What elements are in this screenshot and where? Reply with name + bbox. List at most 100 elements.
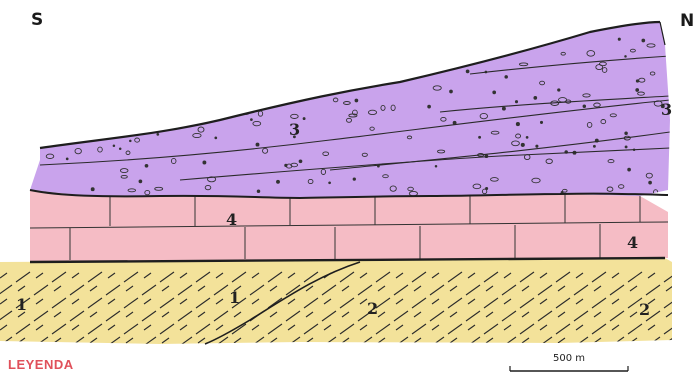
hatch-stroke: [682, 285, 696, 295]
pebble: [313, 87, 321, 91]
grain: [350, 29, 353, 32]
pebble: [481, 25, 486, 29]
grain: [304, 44, 307, 47]
grain: [466, 70, 469, 73]
grain: [628, 168, 631, 171]
grain: [260, 38, 262, 40]
grain: [355, 99, 358, 102]
grain: [143, 24, 145, 26]
pebble: [513, 40, 518, 45]
unit-3-label: 3: [289, 120, 300, 139]
grain: [174, 91, 177, 94]
grain: [42, 122, 45, 125]
unit-4-label: 4: [226, 210, 237, 229]
pebble: [667, 25, 672, 29]
pebble: [92, 74, 99, 79]
grain: [460, 59, 462, 61]
pebble: [68, 85, 76, 90]
pebble: [297, 37, 302, 42]
grain: [636, 89, 639, 92]
grain: [277, 180, 280, 183]
unit-4-fill: [30, 190, 668, 262]
pebble: [347, 64, 354, 68]
pebble: [178, 49, 182, 53]
pebble: [193, 44, 197, 48]
grain: [593, 145, 595, 147]
grain: [237, 28, 239, 30]
pebble: [196, 65, 201, 68]
grain: [435, 165, 437, 167]
pebble: [315, 53, 322, 57]
grain: [195, 65, 197, 67]
pebble: [434, 39, 440, 42]
grain: [558, 89, 560, 91]
pebble: [157, 76, 162, 81]
grain: [402, 56, 405, 59]
grain: [130, 140, 132, 142]
grain: [358, 37, 361, 40]
pebble: [112, 53, 117, 57]
grain: [625, 146, 627, 148]
unit-3-label: 3: [661, 100, 672, 119]
pebble: [178, 82, 183, 86]
pebble: [341, 40, 348, 46]
grain: [476, 58, 478, 60]
grain: [515, 101, 517, 103]
pebble: [211, 106, 215, 111]
grain: [66, 158, 68, 160]
pebble: [81, 55, 85, 59]
grain: [349, 63, 352, 66]
grain: [625, 132, 628, 135]
grain: [396, 55, 398, 57]
pebble: [127, 27, 132, 32]
scale-bar: [510, 366, 628, 371]
grain: [625, 56, 627, 58]
pebble: [318, 52, 324, 56]
grain: [203, 161, 206, 164]
grain: [526, 137, 528, 139]
grain: [51, 77, 53, 79]
pebble: [413, 41, 421, 44]
grain: [502, 107, 505, 110]
pebble: [231, 65, 238, 68]
pebble: [93, 31, 100, 36]
pebble: [59, 89, 66, 92]
grain: [536, 145, 538, 147]
grain: [176, 49, 178, 51]
grain: [317, 39, 319, 41]
pebble: [195, 92, 200, 95]
pebble: [571, 29, 579, 32]
grain: [157, 134, 159, 136]
grain: [215, 137, 217, 139]
grain: [618, 38, 620, 40]
grain: [235, 97, 237, 99]
pebble: [348, 32, 354, 35]
grain: [392, 74, 395, 77]
grain: [649, 181, 652, 184]
grain: [479, 136, 481, 138]
grain: [475, 41, 477, 43]
grain: [450, 90, 453, 93]
pebble: [185, 65, 190, 70]
pebble: [409, 34, 414, 39]
grain: [478, 28, 480, 30]
grain: [303, 118, 305, 120]
grain: [299, 160, 302, 163]
grain: [256, 143, 259, 146]
hatch-stroke: [684, 299, 691, 304]
pebble: [307, 34, 315, 39]
pebble: [378, 32, 383, 36]
pebble: [180, 74, 188, 79]
grain: [493, 91, 496, 94]
grain: [285, 164, 287, 166]
pebble: [514, 39, 519, 44]
orientation-south-label: S: [31, 10, 43, 30]
scale-bar-label: 500 m: [553, 353, 585, 364]
unit-2-label: 2: [639, 300, 650, 319]
grain: [139, 180, 142, 183]
grain: [534, 97, 537, 100]
grain: [428, 105, 431, 108]
pebble: [105, 55, 113, 58]
